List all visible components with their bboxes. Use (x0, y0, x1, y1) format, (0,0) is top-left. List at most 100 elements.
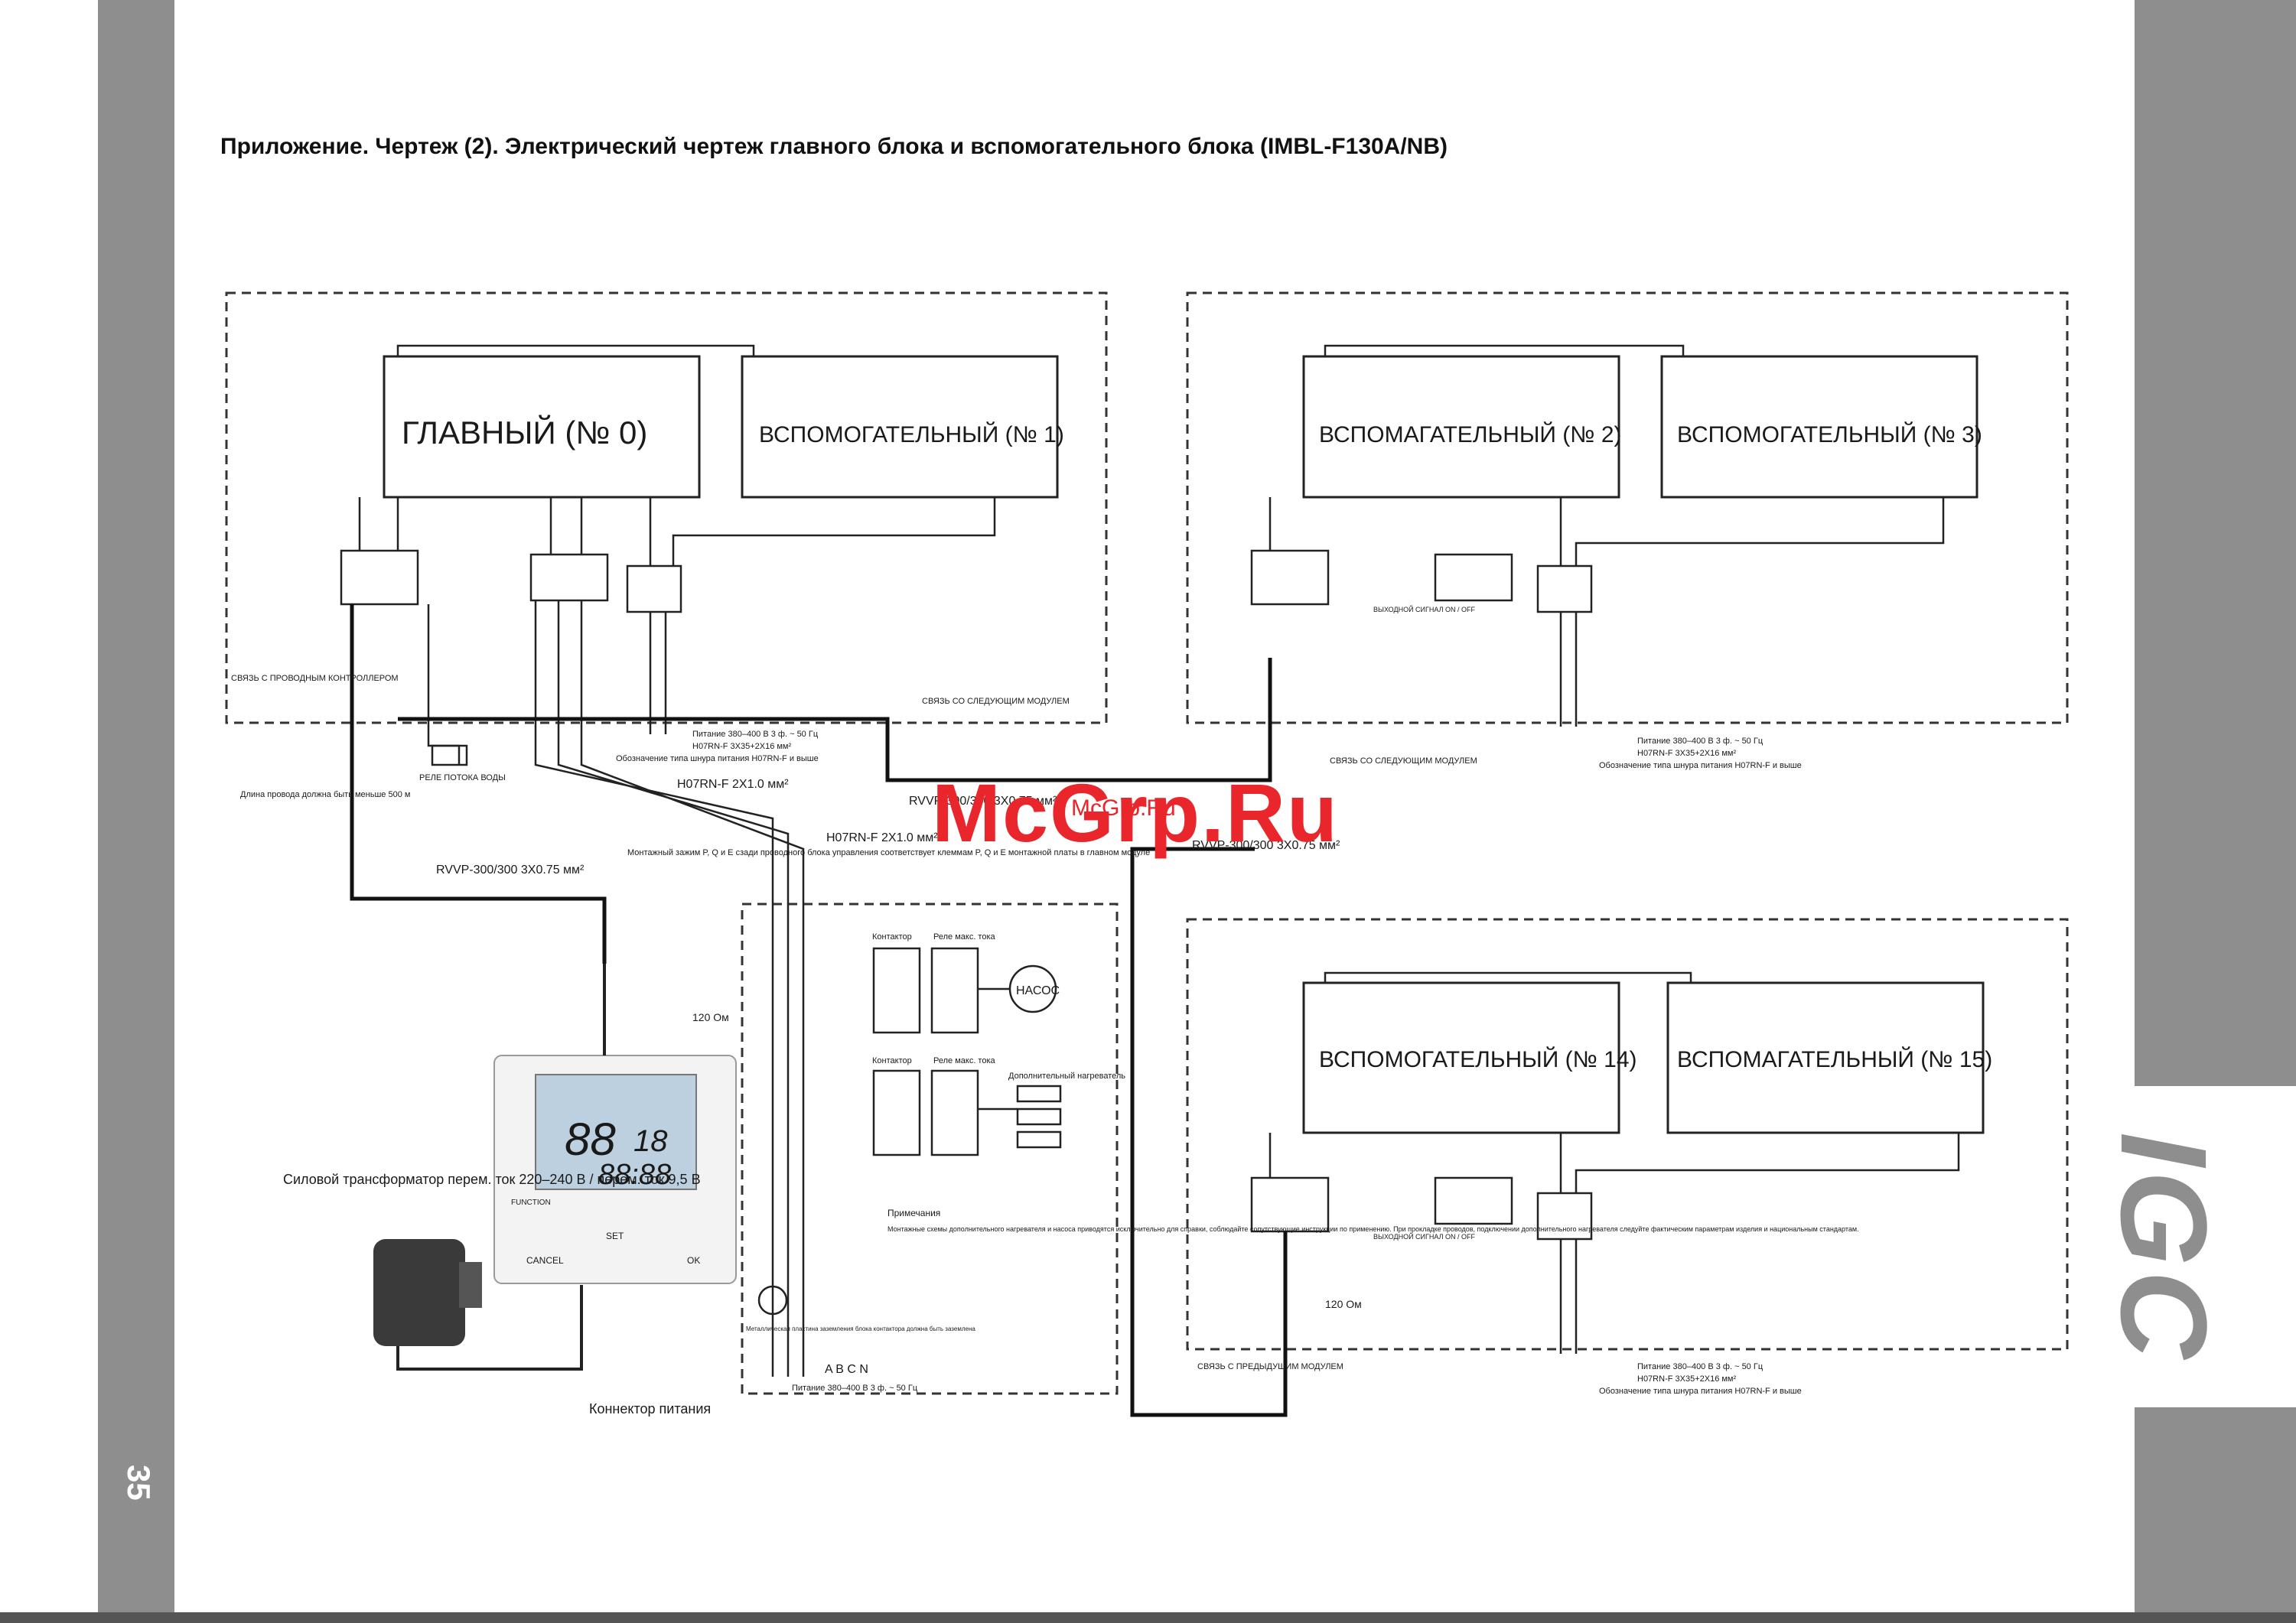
relay-box-2 (930, 1069, 979, 1156)
cable-rvvp-left: RVVP-300/300 3X0.75 мм² (436, 864, 585, 877)
cable-rvvp-a: RVVP-300/300 3X0.75 мм² (909, 795, 1057, 808)
heater-symbol-3 (1016, 1130, 1062, 1149)
phases-label: A B C N (825, 1363, 868, 1376)
resistor-label-2: 120 Ом (1325, 1298, 1362, 1310)
unit-label-aux15: ВСПОМАГАТЕЛЬНЫЙ (№ 15) (1677, 1046, 1992, 1072)
terminal-xt4-aux14 (1434, 1176, 1513, 1225)
cable-h07-1: H07RN-F 2X1.0 мм² (677, 778, 789, 791)
ok-button[interactable]: OK (687, 1255, 700, 1266)
relay-box-1 (930, 947, 979, 1034)
module-bus (1130, 847, 1255, 918)
bottom-bar (0, 1612, 2296, 1623)
resistor-label: 120 Ом (692, 1011, 729, 1023)
terminal-xt4-aux2 (1434, 553, 1513, 602)
prev-module-link (1130, 918, 1288, 1417)
terminal-xt2-aux2 (1250, 549, 1330, 606)
cable-h07-2: H07RN-F 2X1.0 мм² (826, 831, 938, 844)
power-connector-label: Коннектор питания (589, 1401, 711, 1416)
wired-controller (493, 964, 737, 1284)
output-signal-label-2: ВЫХОДНОЙ СИГНАЛ ON / OFF (1373, 1232, 1475, 1241)
set-button[interactable]: SET (606, 1231, 624, 1241)
group-frame-3 (1186, 918, 2069, 1351)
function-button[interactable]: FUNCTION (511, 1199, 551, 1207)
unit-label-main0: ГЛАВНЫЙ (№ 0) (402, 414, 647, 450)
watermark-small: McGrp.Ru (1071, 795, 1176, 821)
unit-box-aux14 (1302, 981, 1620, 1134)
wire-aux3-power (1575, 497, 1945, 566)
mount-note-label: Монтажный зажим P, Q и E сзади проводног… (627, 848, 1150, 857)
relay-label: Реле макс. тока (933, 932, 996, 942)
heater-symbol-2 (1016, 1107, 1062, 1126)
terminal-xt2-aux14 (1250, 1176, 1330, 1233)
link-aux14-aux15 (1324, 971, 1692, 983)
heater-symbol-1 (1016, 1085, 1062, 1103)
wired-link-label: СВЯЗЬ С ПРОВОДНЫМ КОНТРОЛЛЕРОМ (231, 674, 399, 683)
contactor-box-1 (872, 947, 921, 1034)
power-cable-label-3: H07RN-F 3X35+2X16 мм² (1637, 1374, 1736, 1384)
power-main-label: Питание 380–400 В 3 ф. ~ 50 Гц (692, 730, 819, 739)
wire-aux15-power (1575, 1133, 1960, 1193)
cable-rvvp-b: RVVP-300/300 3X0.75 мм² (1192, 839, 1340, 852)
lcd-small-digits: 18 (633, 1124, 668, 1158)
pump-label: НАСОС (1016, 984, 1060, 997)
notes-text: Монтажные схемы дополнительного нагреват… (887, 1225, 1859, 1233)
next-module-link (398, 658, 1272, 782)
wire-aux1-power (672, 497, 996, 566)
lcd-big-digits: 88 (565, 1114, 616, 1165)
pump-heater-frame (741, 903, 1119, 1395)
logo-band (2135, 1086, 2296, 1407)
power-note-label-2: Обозначение типа шнура питания H07RN-F и… (1599, 761, 1802, 770)
power-main-label-2: Питание 380–400 В 3 ф. ~ 50 Гц (1637, 737, 1764, 746)
contactor-label: Контактор (872, 932, 912, 942)
transformer-plug (459, 1262, 482, 1308)
terminal-xt4-main (529, 553, 609, 602)
controller-lcd (535, 1074, 697, 1190)
unit-label-aux3: ВСПОМОГАТЕЛЬНЫЙ (№ 3) (1677, 421, 1982, 447)
prev-module-label: СВЯЗЬ С ПРЕДЫДУЩИМ МОДУЛЕМ (1197, 1362, 1343, 1371)
terminal-xt2-main (340, 549, 419, 606)
flow-relay-label: РЕЛЕ ПОТОКА ВОДЫ (419, 773, 506, 782)
unit-label-aux14: ВСПОМОГАТЕЛЬНЫЙ (№ 14) (1319, 1046, 1637, 1072)
wire-length-label: Длина провода должна быть меньше 500 м (240, 790, 410, 799)
wired-controller-cable (350, 604, 607, 964)
link-main-aux1 (396, 344, 755, 356)
unit-box-main0 (383, 355, 701, 499)
unit-box-aux2 (1302, 355, 1620, 499)
power-note-label-3: Обозначение типа шнура питания H07RN-F и… (1599, 1387, 1802, 1396)
next-module-label: СВЯЗЬ СО СЛЕДУЮЩИМ МОДУЛЕМ (922, 697, 1070, 706)
group-frame-2 (1186, 291, 2069, 724)
power-note-label: Обозначение типа шнура питания H07RN-F и… (616, 754, 819, 763)
ground-note-label: Металлическая пластина заземления блока … (746, 1325, 975, 1332)
contactor-box-2 (872, 1069, 921, 1156)
relay-label-2: Реле макс. тока (933, 1056, 996, 1065)
left-sidebar (98, 0, 174, 1623)
transformer-cable (396, 1285, 583, 1371)
output-signal-label: ВЫХОДНОЙ СИГНАЛ ON / OFF (1373, 605, 1475, 613)
heater-label: Дополнительный нагреватель (1008, 1072, 1125, 1081)
next-module-label-2: СВЯЗЬ СО СЛЕДУЮЩИМ МОДУЛЕМ (1330, 756, 1477, 766)
signal-wires-c (580, 600, 805, 1377)
terminal-xt1-main (626, 564, 682, 613)
transformer-label: Силовой трансформатор перем. ток 220–240… (283, 1172, 701, 1187)
transformer-body (373, 1239, 465, 1346)
page-title: Приложение. Чертеж (2). Электрический че… (220, 134, 1448, 159)
power-main-label-3: Питание 380–400 В 3 ф. ~ 50 Гц (1637, 1362, 1764, 1371)
unit-label-aux1: ВСПОМОГАТЕЛЬНЫЙ (№ 1) (759, 421, 1064, 447)
flow-relay-wire (427, 604, 461, 765)
terminal-xt1-aux14 (1536, 1192, 1593, 1241)
cancel-button[interactable]: CANCEL (526, 1255, 564, 1266)
unit-label-aux2: ВСПОМАГАТЕЛЬНЫЙ (№ 2) (1319, 421, 1622, 447)
unit-box-aux1 (741, 355, 1059, 499)
link-aux2-aux3 (1324, 344, 1685, 356)
flow-relay-box (431, 744, 468, 766)
terminal-xt1-aux2 (1536, 564, 1593, 613)
ground-symbol (757, 1285, 788, 1316)
watermark: McGrp.Ru (932, 766, 1340, 859)
contactor-label-2: Контактор (872, 1056, 912, 1065)
power-cable-label: H07RN-F 3X35+2X16 мм² (692, 742, 791, 751)
notes-title: Примечания (887, 1208, 940, 1218)
unit-box-aux3 (1660, 355, 1978, 499)
lcd-time: 88:88 (598, 1159, 671, 1191)
power-cable-label-2: H07RN-F 3X35+2X16 мм² (1637, 749, 1736, 758)
